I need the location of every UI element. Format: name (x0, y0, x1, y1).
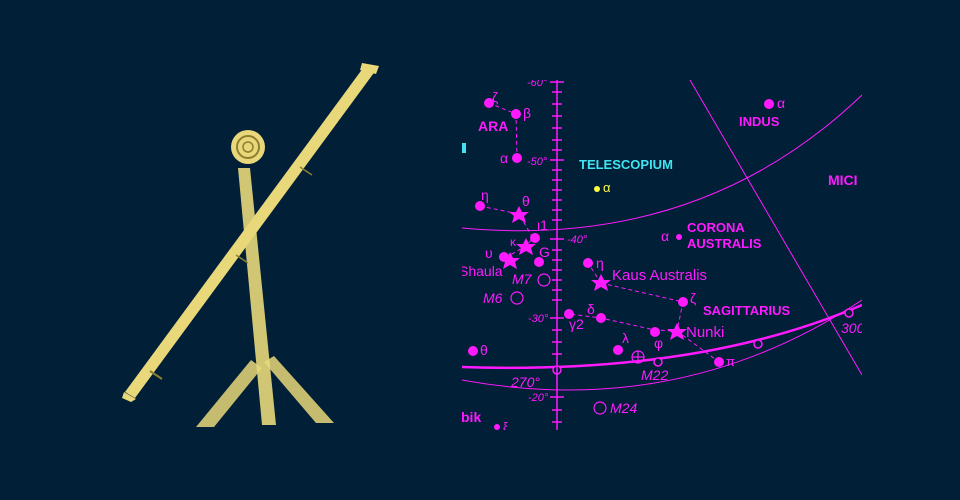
star-oph-theta (468, 346, 478, 356)
label-m6: M6 (483, 290, 503, 306)
label-indus: INDUS (739, 114, 780, 129)
cluster-m7 (537, 273, 551, 287)
star-cra-alpha (676, 234, 682, 240)
label-sco-kappa: κ (510, 235, 517, 249)
label-oph-theta: θ (480, 342, 488, 358)
star-ara-zeta (484, 98, 494, 108)
star-sgr-eta (583, 258, 593, 268)
label-ra-270: 270° (510, 374, 540, 390)
dec-scale (550, 80, 564, 430)
tick-dec-40: -40° (567, 234, 588, 246)
scorpius-lines (479, 205, 534, 259)
telescope-tube (122, 63, 379, 402)
label-sabik-greek: ξ (503, 420, 509, 434)
label-sgr-pi: π (726, 354, 735, 369)
label-sco-eta: η (481, 187, 489, 203)
star-sco-iota (530, 233, 540, 243)
label-nunki: Nunki (686, 324, 724, 341)
label-sco-upsilon: υ (485, 245, 493, 261)
label-telescopium: TELESCOPIUM (579, 157, 673, 172)
label-tel-alpha: α (603, 180, 611, 195)
label-indus-alpha: α (777, 95, 785, 111)
label-cra-alpha: α (661, 228, 669, 244)
label-shaula: Shaula (459, 263, 503, 279)
star-sgr-delta (596, 313, 606, 323)
label-ara-alpha: α (500, 150, 508, 166)
boundary-line-indus (689, 80, 862, 376)
label-ara-zeta: ζ (492, 89, 498, 105)
label-sagittarius: SAGITTARIUS (703, 303, 790, 318)
label-ara-beta: β (523, 105, 531, 121)
cluster-m6 (510, 291, 524, 305)
star-sgr-phi (650, 327, 660, 337)
label-sgr-lambda: λ (622, 330, 629, 346)
label-ra-300: 300 (841, 320, 865, 336)
star-sgr-zeta (678, 297, 688, 307)
tick-dec-20: -20° (528, 392, 549, 404)
label-corona-2: AUSTRALIS (687, 236, 762, 251)
star-sco-g (534, 257, 544, 267)
label-sgr-phi: φ (654, 335, 663, 351)
label-sgr-gamma: γ2 (569, 316, 584, 332)
label-sgr-zeta: ζ (690, 290, 696, 306)
star-sgr-gamma (564, 309, 574, 319)
tick-dec-30: -30° (528, 313, 549, 325)
sagittarius-lines (568, 282, 684, 332)
cluster-m24 (593, 401, 607, 415)
sagittarius-lines-3 (676, 330, 720, 363)
label-m7: M7 (512, 271, 533, 287)
ecliptic-boundary (462, 299, 862, 391)
label-sgr-eta: η (596, 255, 604, 271)
star-ara-alpha (512, 153, 522, 163)
label-sco-iota: ι1 (537, 217, 548, 233)
ecliptic-line (462, 303, 862, 370)
star-sco-theta (509, 206, 529, 223)
star-sgr-pi (714, 357, 724, 367)
label-kaus-australis: Kaus Australis (612, 267, 707, 284)
label-sco-g: G (539, 244, 550, 260)
dec-circle-40 (462, 94, 862, 232)
label-m22: M22 (641, 367, 668, 383)
star-ara-beta (511, 109, 521, 119)
label-m24: M24 (610, 400, 637, 416)
star-tel-alpha (594, 186, 600, 192)
label-ara: ARA (478, 118, 508, 134)
star-kaus-australis (591, 274, 611, 291)
tick-dec-60: -60° (527, 77, 548, 89)
label-corona-1: CORONA (687, 220, 745, 235)
label-micro: MICI (828, 172, 858, 188)
star-shaula (500, 252, 520, 269)
ecliptic-node (753, 339, 763, 349)
star-nunki (667, 323, 687, 340)
ecliptic-node-300 (844, 308, 854, 318)
edge-mark (462, 143, 466, 153)
ecliptic-node (653, 357, 663, 367)
star-sco-kappa (516, 238, 536, 255)
tick-dec-50: -50° (527, 156, 548, 168)
label-sco-theta: θ (522, 193, 530, 209)
star-sabik (494, 424, 500, 430)
chart-area: ζ β ARA α -50° -60° -40° -30° -20° TELES… (459, 77, 865, 434)
star-sgr-lambda (613, 345, 623, 355)
label-sgr-delta: δ (587, 301, 595, 317)
star-indus-alpha (764, 99, 774, 109)
label-sabik: bik (461, 409, 481, 425)
star-sco-eta (475, 201, 485, 211)
